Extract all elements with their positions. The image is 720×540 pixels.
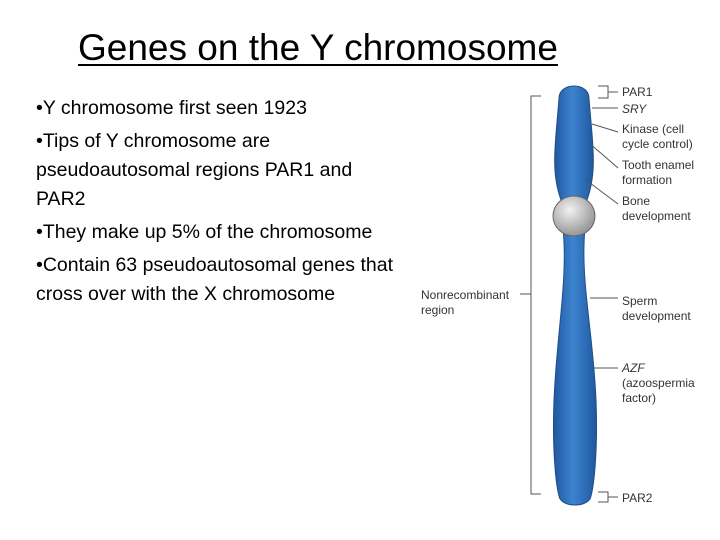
centromere bbox=[552, 195, 596, 237]
sry-label: SRY bbox=[622, 102, 647, 116]
nonrecombinant-label-line2: region bbox=[421, 303, 454, 317]
bullet-item: Y chromosome first seen 1923 bbox=[36, 94, 406, 123]
kinase-label-line2: cycle control) bbox=[622, 137, 693, 151]
azf-label-line2: (azoospermia bbox=[622, 376, 695, 390]
par2-bracket bbox=[598, 491, 609, 503]
azf-label-line3: factor) bbox=[622, 391, 656, 405]
par1-bracket bbox=[598, 85, 609, 99]
bullet-item: Contain 63 pseudoautosomal genes that cr… bbox=[36, 251, 406, 309]
bone-leader bbox=[585, 179, 619, 205]
par1-label: PAR1 bbox=[622, 85, 653, 99]
bullet-item: Tips of Y chromosome are pseudoautosomal… bbox=[36, 127, 406, 214]
chromosome-long-arm bbox=[552, 227, 598, 506]
slide-title: Genes on the Y chromosome bbox=[78, 27, 558, 68]
tooth-leader bbox=[587, 141, 619, 169]
bone-label: Bone bbox=[622, 194, 650, 208]
par2-label: PAR2 bbox=[622, 491, 653, 505]
bullet-list: Y chromosome first seen 1923 Tips of Y c… bbox=[36, 94, 406, 313]
azf-label: AZF bbox=[621, 361, 645, 375]
tooth-label: Tooth enamel bbox=[622, 158, 694, 172]
tooth-label-line2: formation bbox=[622, 173, 672, 187]
kinase-label: Kinase (cell bbox=[622, 122, 684, 136]
bone-label-line2: development bbox=[622, 209, 691, 223]
nonrecombinant-bracket bbox=[530, 95, 541, 495]
sperm-label-line2: development bbox=[622, 309, 691, 323]
sperm-label: Sperm bbox=[622, 294, 657, 308]
bullet-item: They make up 5% of the chromosome bbox=[36, 218, 406, 247]
kinase-leader bbox=[591, 123, 619, 133]
nonrecombinant-label: Nonrecombinant bbox=[421, 288, 510, 302]
chromosome-short-arm bbox=[554, 85, 594, 201]
